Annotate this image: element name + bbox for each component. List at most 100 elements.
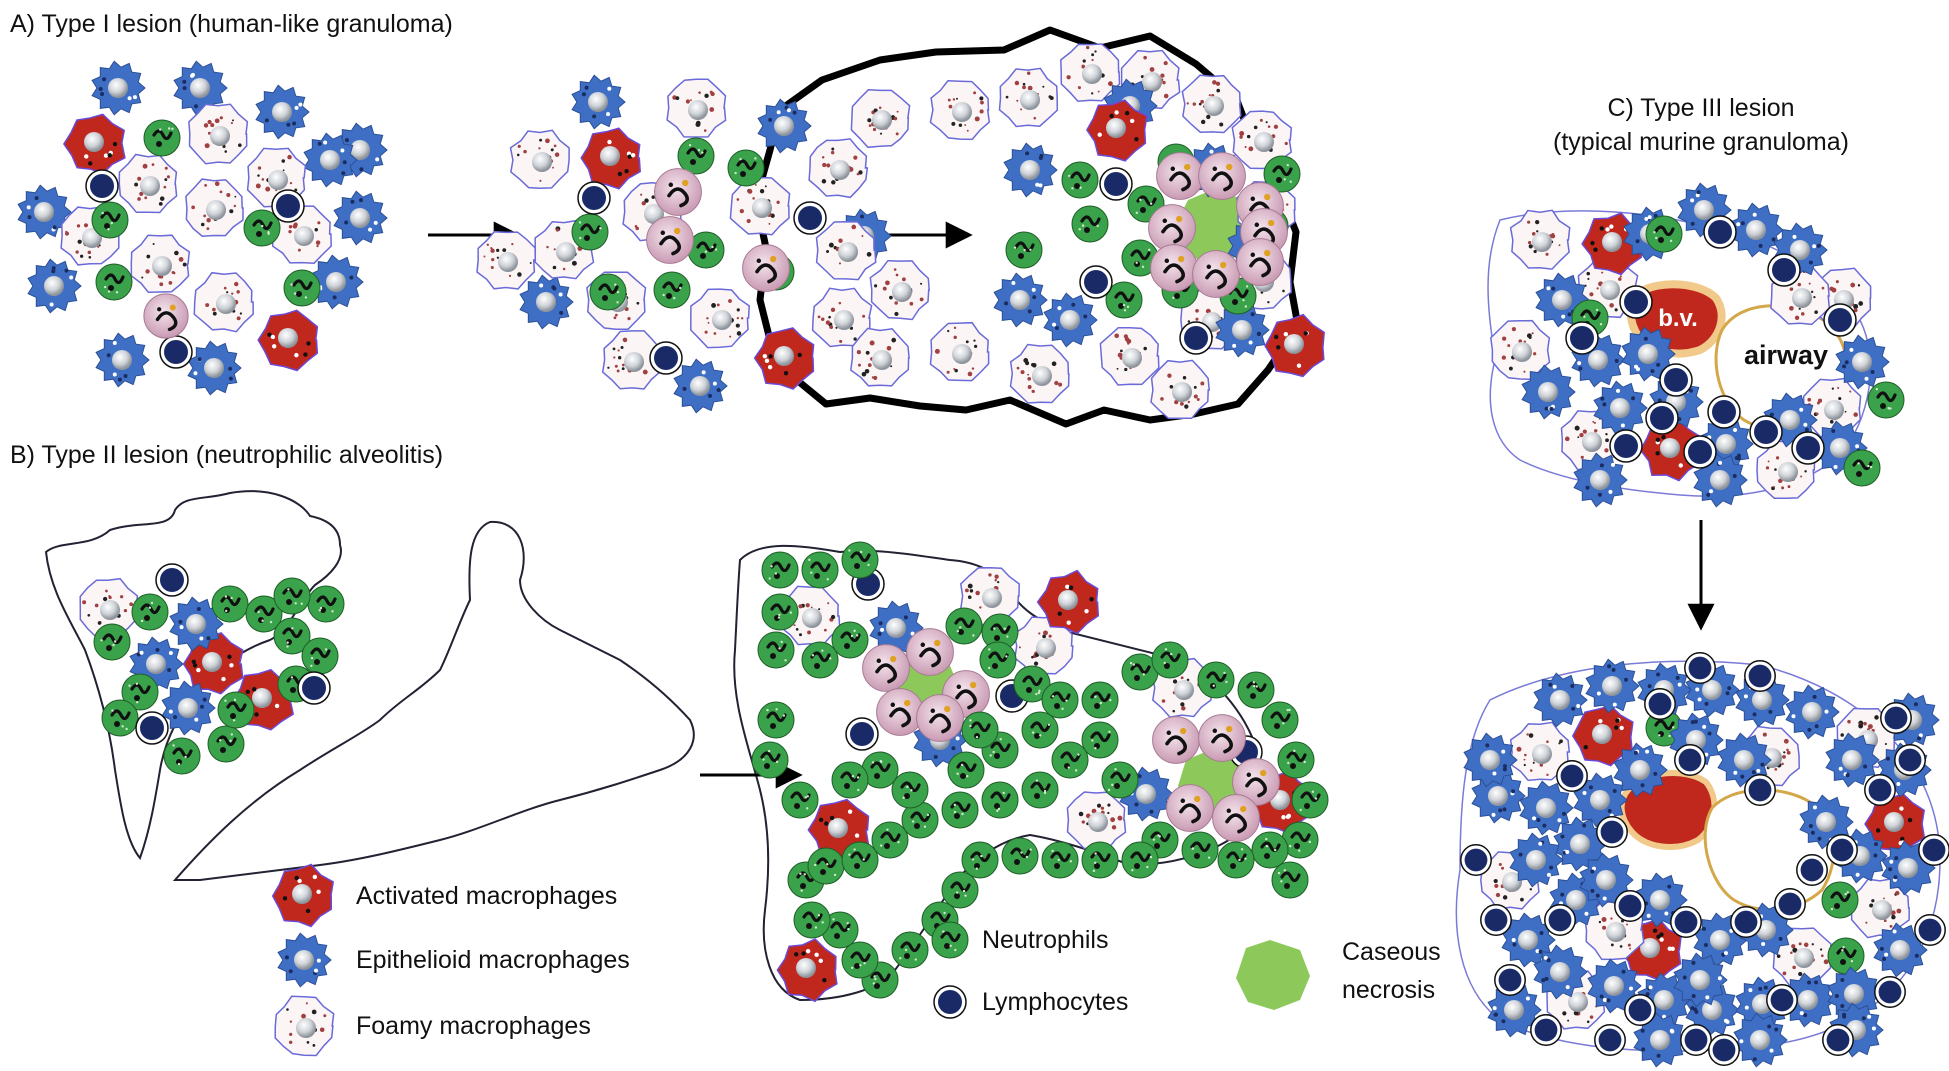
- epithelioid-cell: [757, 98, 812, 154]
- epithelioid-cell: [91, 60, 146, 116]
- foamy-cell: [849, 327, 910, 387]
- neutrophil-cell: [1867, 381, 1905, 419]
- neutrophil-cell: [757, 701, 795, 739]
- epithelioid-cell: [309, 254, 364, 310]
- multi-cell: [906, 628, 954, 676]
- neutrophil-cell: [121, 673, 159, 711]
- lymphocyte-cell: [1823, 303, 1857, 337]
- lymphocyte-cell: [155, 563, 189, 597]
- foamy-cell: [274, 995, 335, 1057]
- neutrophil-cell: [301, 637, 339, 675]
- lymphocyte-cell: [1460, 844, 1492, 876]
- lymphocyte-cell: [271, 189, 305, 223]
- airway-label: airway: [1744, 340, 1828, 370]
- neutrophil-cell: [891, 931, 929, 969]
- legend-icons: [271, 863, 1310, 1057]
- bv-label: b.v.: [1658, 305, 1698, 332]
- epithelioid-cell: [1673, 952, 1728, 1008]
- neutrophil-cell: [307, 585, 345, 623]
- foamy-cell: [188, 103, 249, 165]
- lymphocyte-cell: [1624, 994, 1656, 1026]
- neutrophil-cell: [979, 641, 1017, 679]
- foamy-cell: [690, 288, 750, 349]
- multi-cell: [646, 216, 694, 264]
- lymphocyte-cell: [1099, 167, 1133, 201]
- neutrophil-cell: [841, 841, 879, 879]
- neutrophil-cell: [1251, 831, 1289, 869]
- neutrophil-cell: [1181, 831, 1219, 869]
- neutrophil-cell: [211, 585, 249, 623]
- lymphocyte-cell: [1684, 652, 1716, 684]
- neutrophil-cell: [1263, 155, 1301, 193]
- neutrophil-cell: [807, 847, 845, 885]
- epithelioid-cell: [169, 596, 224, 652]
- lymphocyte-cell: [1894, 744, 1926, 776]
- foamy-cell: [869, 259, 931, 321]
- epithelioid-cell: [1043, 292, 1098, 348]
- activated-cell: [580, 127, 641, 190]
- multi-cell: [143, 293, 189, 339]
- neutrophil-cell: [131, 593, 169, 631]
- neutrophil-cell: [1217, 841, 1255, 879]
- lymphocyte-cell: [85, 169, 119, 203]
- neutrophil-cell: [653, 271, 691, 309]
- lymphocyte-cell: [1670, 906, 1702, 938]
- activated-cell: [1036, 569, 1100, 635]
- epithelioid-cell: [187, 340, 242, 396]
- lymphocyte-cell: [1914, 914, 1946, 946]
- neutrophil-cell: [1271, 861, 1309, 899]
- neutrophil-cell: [93, 623, 131, 661]
- neutrophil-cell: [1013, 665, 1051, 703]
- multi-cell: [1152, 716, 1200, 764]
- lymphocyte-cell: [1614, 890, 1646, 922]
- foamy-cell: [1009, 343, 1070, 404]
- neutrophil-cell: [891, 771, 929, 809]
- legend-epithelioid-label: Epithelioid macrophages: [356, 946, 630, 974]
- lymphocyte-cell: [1596, 816, 1628, 848]
- neutrophil-cell: [757, 631, 795, 669]
- epithelioid-cell: [173, 60, 228, 116]
- epithelioid-cell: [1587, 958, 1642, 1014]
- neutrophil-cell: [1151, 641, 1189, 679]
- legend-foamy-label: Foamy macrophages: [356, 1012, 591, 1040]
- lymphocyte-cell: [1766, 984, 1798, 1016]
- alveolus-outline-right: [172, 520, 695, 881]
- lymphocyte-cell: [1680, 1024, 1712, 1056]
- neutrophil-cell: [1197, 661, 1235, 699]
- neutrophil-cell: [1041, 841, 1079, 879]
- neutrophil-cell: [871, 821, 909, 859]
- epithelioid-cell: [1585, 658, 1640, 714]
- foamy-cell: [509, 129, 570, 189]
- epithelioid-cell: [1621, 326, 1676, 382]
- lymphocyte-cell: [1480, 904, 1512, 936]
- epithelioid-cell: [1785, 684, 1840, 740]
- legend-caseous-swatch: [1236, 940, 1310, 1010]
- foamy-cell: [193, 271, 254, 333]
- epithelioid-cell: [27, 258, 82, 314]
- neutrophil-cell: [945, 607, 983, 645]
- epithelioid-cell: [1533, 672, 1588, 728]
- epithelioid-cell: [673, 358, 728, 414]
- multi-cell: [742, 244, 790, 292]
- panel-a-title: A) Type I lesion (human-like granuloma): [10, 10, 453, 38]
- neutrophil-cell: [941, 791, 979, 829]
- neutrophil-cell: [947, 751, 985, 789]
- neutrophil-cell: [961, 841, 999, 879]
- activated-cell: [1639, 419, 1701, 482]
- neutrophil-cell: [1277, 741, 1315, 779]
- lymphocyte-cell: [1609, 429, 1643, 463]
- epithelioid-cell: [1519, 780, 1574, 836]
- neutrophil-cell: [273, 577, 311, 615]
- lymphocyte-cell: [1619, 285, 1653, 319]
- foamy-cell: [929, 321, 990, 382]
- lymphocyte-cell: [1918, 834, 1949, 866]
- foamy-cell: [850, 89, 911, 149]
- neutrophil-cell: [1021, 711, 1059, 749]
- legend-neutrophils-label: Neutrophils: [982, 926, 1108, 954]
- neutrophil-cell: [727, 149, 765, 187]
- panel-c-title: C) Type III lesion: [1607, 94, 1794, 122]
- activated-cell: [271, 863, 335, 928]
- foamy-cell: [1060, 43, 1121, 102]
- activated-cell: [182, 632, 244, 695]
- neutrophil-cell: [1101, 761, 1139, 799]
